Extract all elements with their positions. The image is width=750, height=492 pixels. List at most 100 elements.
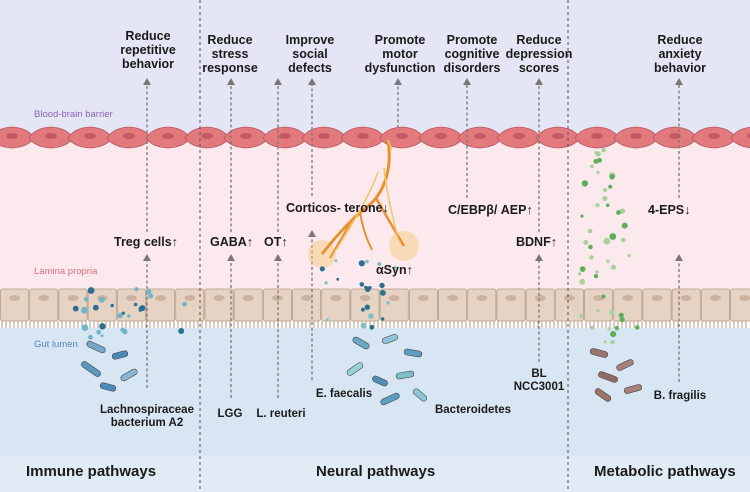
endothelial-nucleus	[240, 133, 252, 139]
particle-dot	[380, 290, 386, 296]
epithelial-cell	[584, 288, 614, 322]
particle-dot	[81, 324, 89, 332]
particle-dot	[133, 302, 138, 307]
epithelial-cell	[321, 288, 351, 322]
rod-bacterium	[403, 348, 423, 358]
metabolite-dot	[603, 340, 607, 344]
epithelial-nucleus	[301, 295, 313, 301]
epithelial-nucleus	[38, 295, 50, 301]
pathway-immune: Immune pathways	[26, 463, 157, 480]
particle-dot	[122, 328, 128, 335]
metabolite-dot	[616, 210, 621, 215]
particle-dot	[369, 324, 375, 330]
microbe-b-fragilis: B. fragilis	[653, 390, 707, 402]
epithelial-cell	[438, 288, 468, 322]
particle-dot	[98, 296, 105, 303]
metabolite-dot	[583, 240, 589, 245]
metabolite-dot	[603, 237, 611, 245]
metabolite-dot	[611, 264, 616, 270]
epithelial-cell	[262, 288, 292, 322]
metabolite-dot	[579, 278, 586, 285]
footer-band	[0, 456, 750, 492]
epithelial-nucleus	[534, 295, 546, 301]
metabolite-dot	[619, 208, 626, 214]
particle-dot	[92, 304, 99, 311]
rod-bacterium	[99, 382, 117, 392]
epithelial-cell	[525, 288, 555, 322]
dashed-arrow	[535, 254, 543, 362]
particle-dot	[336, 277, 340, 281]
epithelial-nucleus	[359, 295, 371, 301]
epithelial-nucleus	[563, 295, 575, 301]
mediator-gaba: GABA↑	[210, 235, 254, 249]
particle-dot	[83, 296, 89, 302]
metabolite-dot	[593, 158, 599, 164]
brain-band	[0, 0, 750, 138]
particle-dot	[379, 282, 385, 289]
metabolite-dot	[609, 233, 617, 240]
particle-dot	[325, 318, 329, 322]
epithelial-nucleus	[125, 295, 137, 301]
epithelial-cell	[292, 288, 322, 322]
metabolite-dot	[610, 340, 615, 345]
epithelial-cell	[496, 288, 526, 322]
metabolite-dot	[581, 180, 589, 187]
particle-dot	[81, 306, 88, 314]
epithelial-nucleus	[739, 295, 750, 301]
particle-dot	[117, 312, 124, 319]
epithelial-cell	[29, 288, 59, 322]
microbe-particles	[72, 147, 643, 406]
mediator-4-eps: 4-EPS↓	[648, 203, 691, 217]
rod-bacterium	[352, 336, 370, 350]
metabolite-dot	[580, 214, 584, 218]
epithelial-nucleus	[709, 295, 721, 301]
dashed-arrow	[675, 254, 683, 382]
epithelial-nucleus	[9, 295, 21, 301]
endothelial-nucleus	[435, 133, 447, 139]
metabolite-dot	[594, 151, 598, 155]
epithelial-cell	[613, 288, 643, 322]
effect-anxiety-behavior: Reduce anxiety behavior	[653, 33, 707, 75]
mediator-corticosterone: Corticos- terone↓	[286, 201, 389, 215]
pathway-neural: Neural pathways	[316, 463, 436, 480]
metabolite-dot	[590, 325, 595, 330]
rod-bacterium	[380, 392, 400, 406]
dashed-arrow	[143, 254, 151, 388]
rod-bacterium	[412, 388, 428, 402]
metabolite-dot	[607, 327, 611, 331]
metabolite-dot	[609, 174, 615, 180]
epithelial-nucleus	[417, 295, 429, 301]
particle-dot	[361, 307, 365, 312]
metabolite-dot	[601, 294, 606, 299]
particle-dot	[178, 328, 185, 334]
metabolite-dot	[578, 313, 584, 319]
metabolite-dot	[577, 272, 582, 276]
particle-dot	[96, 329, 101, 335]
particle-dot	[386, 300, 390, 305]
lamina-propria-band	[0, 138, 750, 290]
endothelial-nucleus	[591, 133, 603, 139]
dashed-arrow	[274, 254, 282, 398]
epithelial-cell	[408, 288, 438, 322]
metabolite-dot	[635, 325, 640, 330]
endothelial-nucleus	[474, 133, 486, 139]
endothelial-nucleus	[630, 133, 642, 139]
epithelial-cell	[350, 288, 380, 322]
particle-dot	[72, 305, 79, 312]
epithelial-cell	[467, 288, 497, 322]
particle-dot	[110, 303, 114, 308]
epithelial-cell	[0, 288, 30, 322]
metabolite-dot	[606, 259, 610, 263]
dashed-arrow	[274, 78, 282, 232]
effect-motor-dysfunction: Promote motor dysfunction	[364, 33, 436, 75]
epithelial-nucleus	[622, 295, 634, 301]
effect-repetitive-behavior: Reduce repetitive behavior	[120, 29, 176, 71]
pathway-metabolic: Metabolic pathways	[594, 463, 736, 480]
mediator-cebp-aep: C/EBPβ/ AEP↑	[448, 203, 533, 217]
metabolite-dot	[589, 255, 594, 260]
metabolite-dot	[595, 270, 599, 274]
particle-dot	[360, 322, 367, 329]
rod-bacterium	[395, 370, 415, 380]
microbe-lgg: LGG	[217, 408, 243, 420]
